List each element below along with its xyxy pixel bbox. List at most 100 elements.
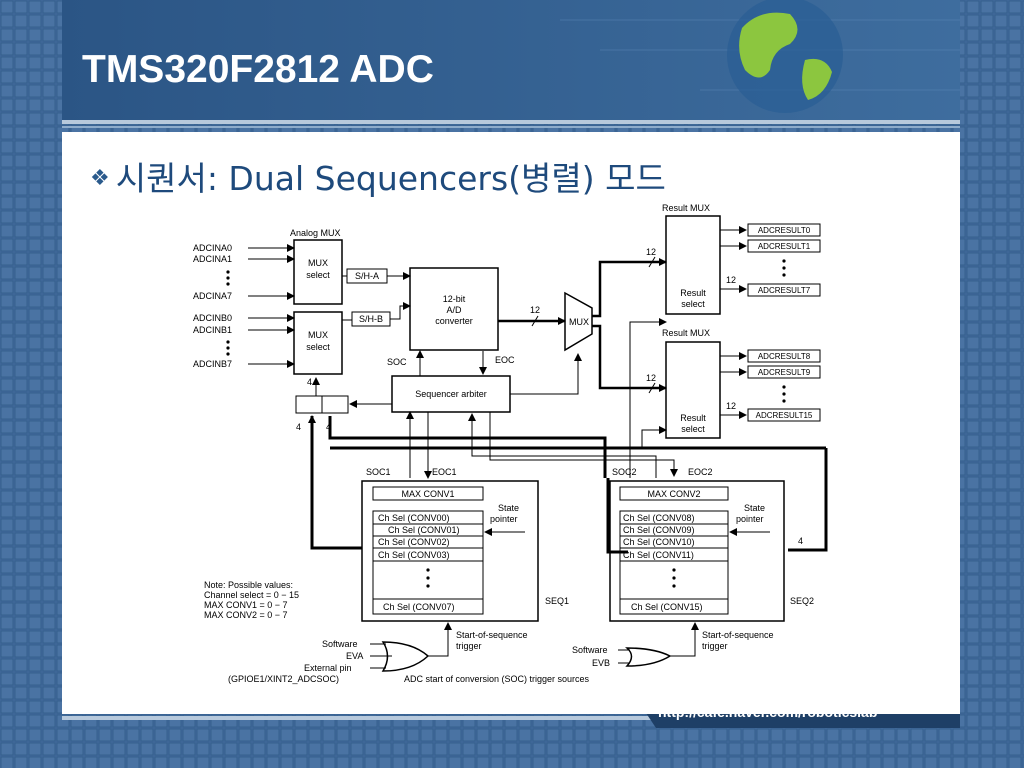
mux-select-a-label: MUX (308, 258, 328, 268)
bus-width-4-a: 4 (307, 377, 312, 387)
bullet-point: ❖시퀀서: Dual Sequencers(병렬) 모드 (90, 152, 666, 200)
seq1-label: SEQ1 (545, 596, 569, 606)
svg-text:select: select (306, 342, 330, 352)
svg-text:MAX CONV1: MAX CONV1 (401, 489, 454, 499)
input-adcinb1: ADCINB1 (193, 325, 232, 335)
seq1-soc-label: SOC1 (366, 467, 391, 477)
slide-title: TMS320F2812 ADC (82, 48, 434, 91)
svg-text:ADCRESULT8: ADCRESULT8 (758, 352, 811, 361)
bus-width-12-top: 12 (646, 247, 656, 257)
svg-text:Ch Sel (CONV01): Ch Sel (CONV01) (388, 525, 460, 535)
eoc-label: EOC (495, 355, 515, 365)
svg-text:ADCRESULT0: ADCRESULT0 (758, 226, 811, 235)
ellipsis-dots-b (226, 340, 230, 356)
seq1-eoc-label: EOC1 (432, 467, 457, 477)
bus-width-12-adc: 12 (530, 305, 540, 315)
note-line-4: MAX CONV2 = 0 − 7 (204, 610, 288, 620)
svg-text:pointer: pointer (490, 514, 518, 524)
input-adcinb0: ADCINB0 (193, 313, 232, 323)
seq2-label: SEQ2 (790, 596, 814, 606)
svg-text:trigger: trigger (456, 641, 482, 651)
result-mux-bottom-label: Result MUX (662, 328, 710, 338)
svg-text:State: State (744, 503, 765, 513)
seq1-max-conv-box (372, 486, 484, 501)
svg-text:Result: Result (680, 288, 706, 298)
result-register-1 (747, 239, 821, 253)
or-gate-seq2 (625, 647, 672, 667)
or-gate-seq1 (381, 641, 430, 672)
result-register-0 (747, 223, 821, 237)
svg-text:MUX: MUX (308, 330, 328, 340)
svg-text:Ch Sel (CONV08): Ch Sel (CONV08) (623, 513, 695, 523)
svg-text:EVA: EVA (346, 651, 363, 661)
result-register-8 (747, 349, 821, 363)
input-adcinb7: ADCINB7 (193, 359, 232, 369)
svg-text:ADCRESULT9: ADCRESULT9 (758, 368, 811, 377)
svg-text:MAX CONV2: MAX CONV2 (647, 489, 700, 499)
svg-text:ADCRESULT15: ADCRESULT15 (756, 411, 813, 420)
adc-line3: converter (435, 316, 473, 326)
result-register-7 (747, 283, 821, 297)
svg-text:Ch Sel (CONV07): Ch Sel (CONV07) (383, 602, 455, 612)
result-register-15 (747, 408, 821, 422)
svg-text:State: State (498, 503, 519, 513)
note-line-3: MAX CONV1 = 0 − 7 (204, 600, 288, 610)
svg-text:12: 12 (726, 275, 736, 285)
mux-select-b-box (293, 311, 343, 375)
bullet-text: 시퀀서: Dual Sequencers(병렬) 모드 (115, 159, 666, 198)
soc-label: SOC (387, 357, 407, 367)
svg-text:Ch Sel (CONV03): Ch Sel (CONV03) (378, 550, 450, 560)
svg-text:Software: Software (322, 639, 358, 649)
svg-text:(GPIOE1/XINT2_ADCSOC): (GPIOE1/XINT2_ADCSOC) (228, 674, 339, 684)
analog-mux-label: Analog MUX (290, 228, 341, 238)
result-mux-top-label: Result MUX (662, 203, 710, 213)
note-line-1: Note: Possible values: (204, 580, 293, 590)
result-register-9 (747, 365, 821, 379)
bus-width-12-bottom: 12 (646, 373, 656, 383)
svg-text:ADCRESULT1: ADCRESULT1 (758, 242, 811, 251)
svg-text:Result: Result (680, 413, 706, 423)
svg-text:EVB: EVB (592, 658, 610, 668)
adc-line1: 12-bit (443, 294, 466, 304)
input-adcina0: ADCINA0 (193, 243, 232, 253)
svg-text:Ch Sel (CONV00): Ch Sel (CONV00) (378, 513, 450, 523)
svg-text:Ch Sel (CONV02): Ch Sel (CONV02) (378, 537, 450, 547)
svg-text:Ch Sel (CONV09): Ch Sel (CONV09) (623, 525, 695, 535)
input-adcina1: ADCINA1 (193, 254, 232, 264)
adc-block-diagram: Analog MUX ADCINA0 ADCINA1 ADCINA7 ADCIN… (193, 203, 828, 684)
svg-text:Start-of-sequence: Start-of-sequence (456, 630, 528, 640)
mux-select-a-box (293, 239, 343, 305)
mux-select-a-label-2: select (306, 270, 330, 280)
seq2-slots-box (619, 510, 729, 615)
svg-text:Ch Sel (CONV15): Ch Sel (CONV15) (631, 602, 703, 612)
adc-converter-box (409, 267, 499, 351)
result-mux-bottom-box (665, 341, 721, 439)
diamond-bullet-icon: ❖ (90, 166, 110, 191)
adc-line2: A/D (446, 305, 462, 315)
sh-b-label: S/H-B (359, 314, 383, 324)
bus-width-4-b: 4 (296, 422, 301, 432)
svg-text:Software: Software (572, 645, 608, 655)
result-mux-top-box (665, 215, 721, 315)
seq2-box (609, 480, 785, 622)
svg-text:ADCRESULT7: ADCRESULT7 (758, 286, 811, 295)
output-mux-label: MUX (569, 317, 589, 327)
output-mux (564, 291, 593, 352)
sequencer-arbiter-label: Sequencer arbiter (415, 389, 487, 399)
svg-text:Ch Sel (CONV10): Ch Sel (CONV10) (623, 537, 695, 547)
seq2-soc-label: SOC2 (612, 467, 637, 477)
seq2-max-conv-box (619, 486, 729, 501)
svg-text:trigger: trigger (702, 641, 728, 651)
input-adcina7: ADCINA7 (193, 291, 232, 301)
svg-text:Start-of-sequence: Start-of-sequence (702, 630, 774, 640)
seq2-eoc-label: EOC2 (688, 467, 713, 477)
ellipsis-dots-a (226, 270, 230, 286)
svg-text:External pin: External pin (304, 663, 352, 673)
soc-trigger-sources-caption: ADC start of conversion (SOC) trigger so… (404, 674, 590, 684)
seq1-box (361, 480, 539, 622)
svg-text:pointer: pointer (736, 514, 764, 524)
svg-text:select: select (681, 424, 705, 434)
svg-text:select: select (681, 299, 705, 309)
sh-a-label: S/H-A (355, 271, 379, 281)
